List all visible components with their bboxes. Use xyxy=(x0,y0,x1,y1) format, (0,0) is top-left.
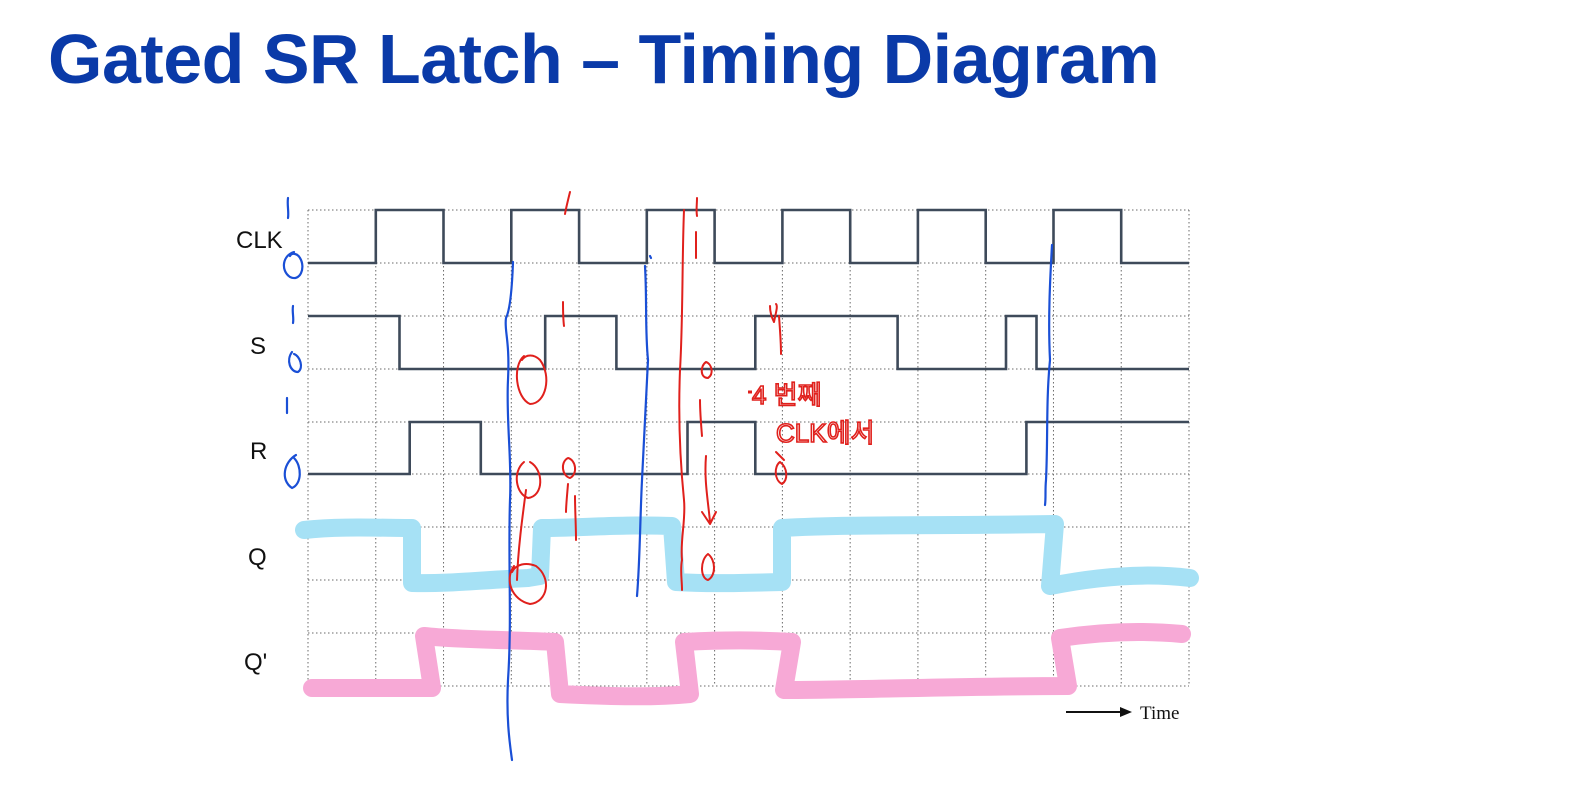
red-note-line-2: CLK에서 xyxy=(776,418,874,448)
signal-label-q: Q xyxy=(248,544,267,571)
red-zero-1 xyxy=(700,361,713,379)
red-note-line-1: 4 번째 xyxy=(752,380,822,410)
signal-label-clk: CLK xyxy=(236,227,283,254)
red-handwritten-note: 4 번째 CLK에서 xyxy=(748,379,875,449)
red-arrow-down xyxy=(701,455,717,525)
red-vertical-line xyxy=(678,209,686,591)
time-axis-label: Time xyxy=(1140,703,1179,724)
red-stroke-1 xyxy=(565,483,569,513)
signal-label-qbar: Q' xyxy=(244,649,267,676)
red-one xyxy=(699,399,703,437)
red-tick-s xyxy=(562,301,565,327)
blue-mark-s-1 xyxy=(291,304,295,325)
qbar-highlight-stroke xyxy=(303,622,1191,706)
waveform-clk xyxy=(308,208,1189,265)
blue-dot xyxy=(648,254,653,260)
red-tick-s-2 xyxy=(769,303,782,355)
timing-grid xyxy=(307,209,1190,687)
red-pen-annotations xyxy=(508,191,788,605)
red-tick-clk-1 xyxy=(564,191,571,215)
waveform-r xyxy=(308,420,1189,476)
time-arrow xyxy=(1066,707,1132,717)
red-stroke-2 xyxy=(574,495,577,541)
blue-mark-r-0 xyxy=(283,453,301,490)
blue-vertical-line-1 xyxy=(504,260,515,762)
red-arrow-r xyxy=(775,451,785,461)
blue-pen-annotations xyxy=(282,196,1054,762)
red-circle-s xyxy=(515,354,548,405)
blue-mark-s-0 xyxy=(288,350,303,374)
page-title: Gated SR Latch – Timing Diagram xyxy=(48,20,1160,98)
waveform-s xyxy=(308,314,1189,371)
q-highlight-stroke xyxy=(295,515,1199,595)
red-small-circle xyxy=(562,457,576,479)
red-circle-q xyxy=(508,563,547,605)
signal-waveforms xyxy=(308,208,1189,476)
red-zero-3 xyxy=(774,461,788,485)
blue-vertical-line-3 xyxy=(1043,243,1054,507)
blue-mark-clk-1 xyxy=(286,196,290,220)
red-zero-2 xyxy=(701,553,715,581)
signal-label-s: S xyxy=(250,333,266,360)
red-line-1 xyxy=(516,489,527,581)
blue-vertical-line-2 xyxy=(635,264,650,598)
red-circle-r xyxy=(515,461,542,499)
blue-mark-clk-0 xyxy=(282,250,304,280)
signal-label-r: R xyxy=(250,438,267,465)
highlighter-strokes xyxy=(295,515,1199,706)
